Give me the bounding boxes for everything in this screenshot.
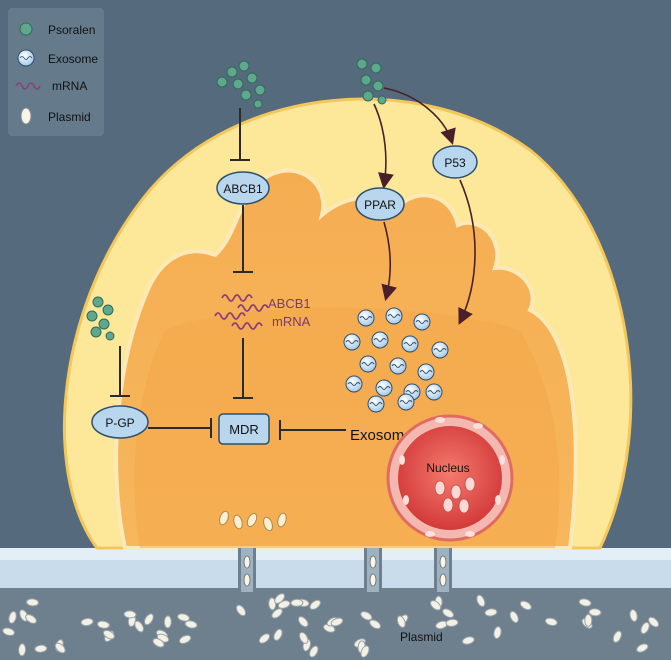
plasmid — [54, 642, 66, 654]
plasmid — [578, 598, 592, 607]
plasmid — [258, 633, 271, 644]
psoralen-cluster-left — [86, 296, 115, 341]
nucleus-label: Nucleus — [426, 461, 469, 475]
plasmid — [309, 599, 321, 610]
plasmid — [178, 634, 192, 644]
ppar-label: PPAR — [364, 198, 396, 212]
plasmid — [330, 617, 344, 627]
plasmid — [588, 608, 602, 617]
legend-box — [8, 8, 104, 136]
plasmid — [509, 610, 519, 624]
plasmid — [25, 614, 37, 624]
legend-plasmid: Plasmid — [48, 110, 91, 124]
plasmid — [369, 619, 382, 630]
plasmid — [268, 597, 277, 611]
cytoplasm-plasmids — [219, 510, 287, 532]
plasmid — [629, 609, 638, 622]
plasmid — [360, 611, 373, 621]
plasmid — [298, 631, 309, 644]
plasmid — [184, 620, 198, 629]
plasmid-icon — [20, 107, 32, 125]
plasmid — [123, 610, 137, 619]
plasmid — [297, 616, 309, 628]
plasmid — [235, 604, 247, 617]
p53-node — [432, 145, 478, 179]
plasmid — [163, 615, 172, 629]
plasmid — [461, 636, 475, 645]
nucleus — [386, 414, 514, 542]
channels — [238, 548, 452, 592]
plasmid — [429, 600, 442, 611]
plasmid — [640, 621, 650, 635]
mrna-icon — [15, 82, 41, 90]
p53-label: P53 — [444, 156, 466, 170]
mrna-strands — [214, 294, 269, 330]
exosome-icon — [17, 49, 35, 67]
plasmid — [445, 618, 459, 627]
plasmid-region-label: Plasmid — [400, 630, 443, 644]
plasmid — [636, 643, 649, 653]
plasmid — [18, 643, 27, 657]
exosome-label: Exosome — [350, 427, 413, 444]
plasmid — [493, 626, 502, 640]
plasmid — [476, 594, 486, 607]
legend-psoralen: Psoralen — [48, 23, 95, 37]
plasmid — [273, 628, 283, 641]
plasmid — [612, 630, 622, 643]
abcb1-node — [216, 171, 270, 205]
plasmid — [544, 617, 558, 626]
abcb1-label: ABCB1 — [223, 182, 263, 196]
psoralen-cluster-top-left — [216, 60, 266, 109]
exosome-cluster — [343, 307, 449, 413]
plasmid — [144, 613, 154, 626]
bottom-plasmids — [2, 593, 660, 658]
psoralen-cluster-top-right — [356, 58, 387, 105]
plasmid — [290, 598, 304, 607]
plasmid — [648, 616, 660, 628]
mdr-box — [218, 413, 270, 445]
substrate-band — [0, 560, 671, 588]
plasmid — [8, 611, 17, 624]
ppar-node — [355, 187, 405, 221]
plasmid — [80, 617, 94, 627]
plasmid — [396, 615, 406, 628]
pgp-node — [91, 405, 149, 439]
plasmid — [309, 645, 319, 658]
plasmid — [134, 620, 144, 633]
plasmid — [584, 613, 593, 627]
plasmid — [26, 598, 39, 607]
plasmid — [519, 600, 532, 611]
psoralen-icon — [19, 22, 33, 36]
substrate-top-band — [0, 548, 671, 560]
plasmid — [152, 638, 165, 648]
plasmid — [360, 645, 370, 658]
abcb1-mrna-label-1: ABCB1 — [268, 296, 311, 311]
plasmid — [442, 608, 455, 619]
pgp-label: P-GP — [105, 416, 134, 430]
plasmid — [484, 608, 498, 617]
plasmid — [2, 627, 15, 636]
plasmid — [34, 644, 48, 653]
mdr-label: MDR — [229, 422, 259, 437]
plasmid — [277, 600, 291, 609]
plasmid — [177, 613, 190, 622]
legend-mrna: mRNA — [52, 79, 87, 93]
plasmid — [271, 608, 283, 619]
plasmid — [102, 629, 115, 640]
abcb1-mrna-label-2: mRNA — [272, 314, 311, 329]
legend-exosome: Exosome — [48, 52, 98, 66]
plasmid — [96, 620, 110, 629]
